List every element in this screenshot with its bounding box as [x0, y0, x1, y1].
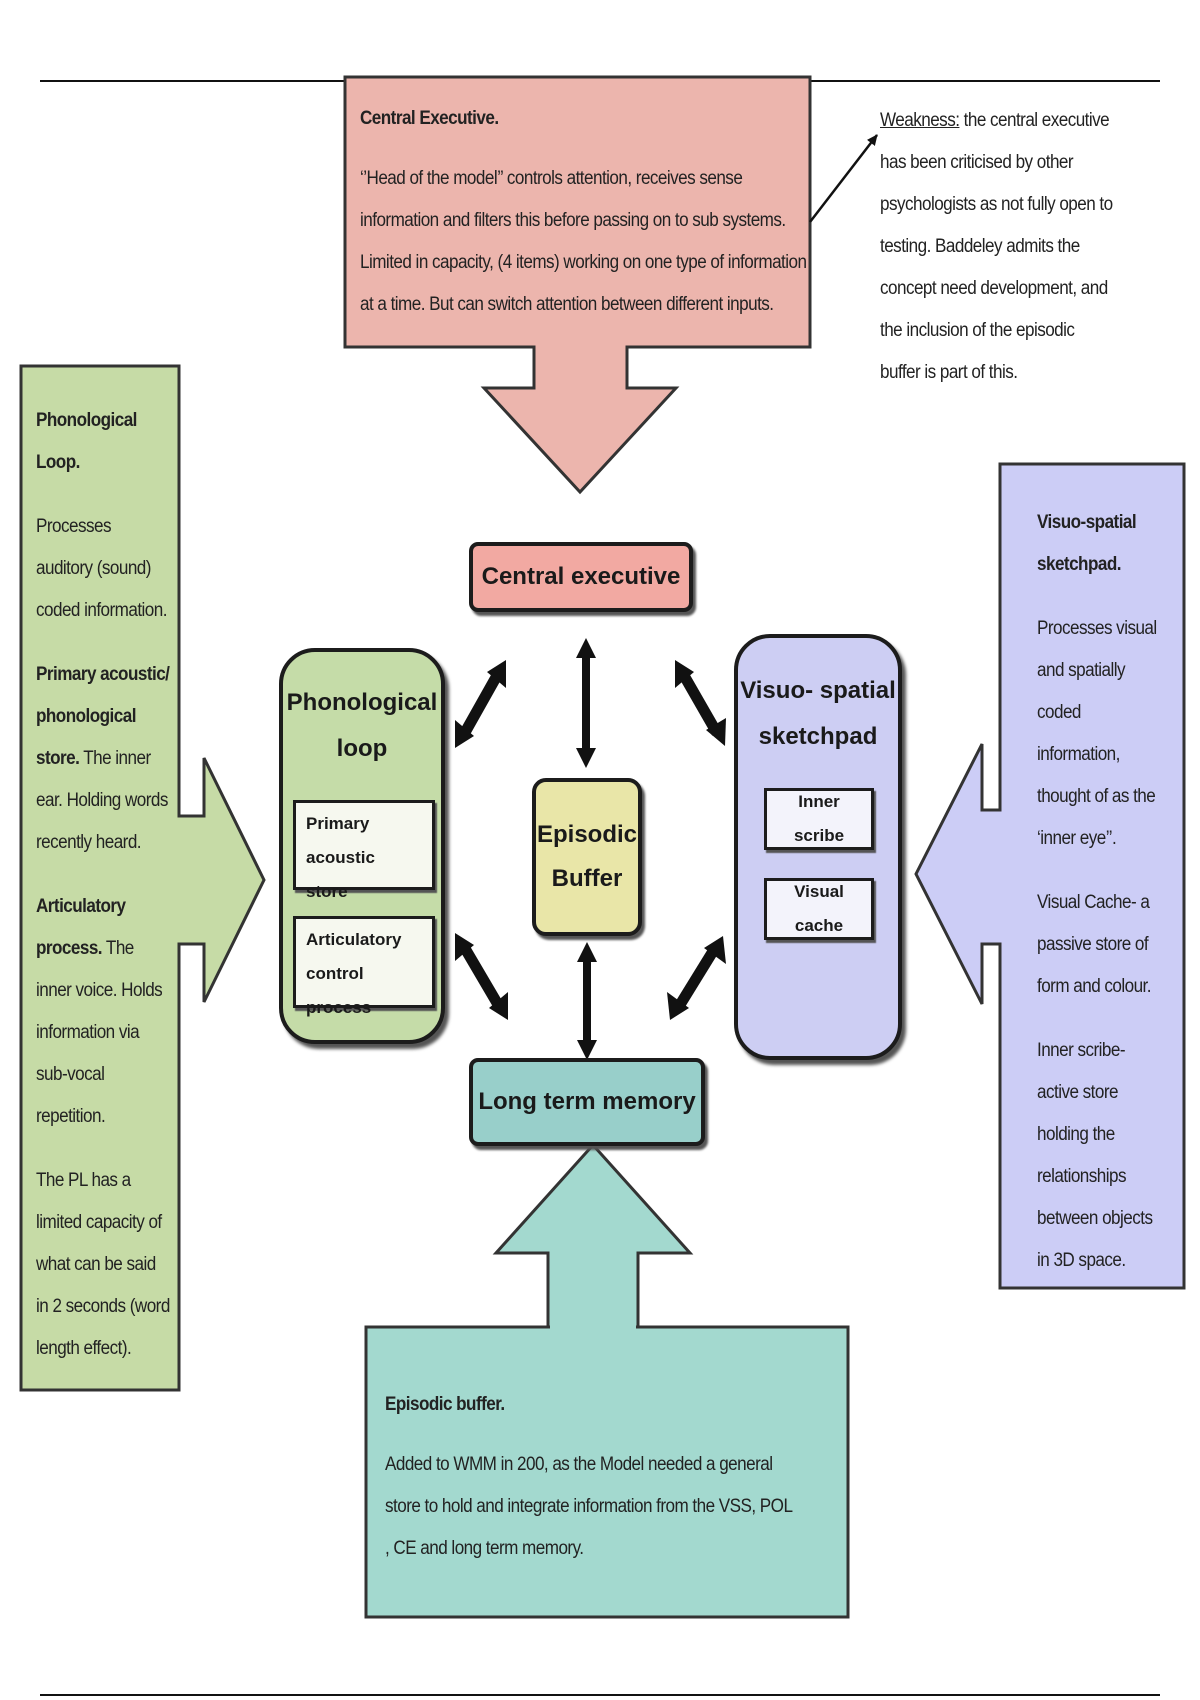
episodic-callout-title: Episodic buffer.: [385, 1394, 505, 1415]
articulatory-title: Articulatory process.: [36, 896, 126, 959]
arrow-eb-ltm: [577, 942, 597, 1060]
primary-acoustic-store-box: Primary acoustic store: [293, 800, 435, 901]
arrowhead: [704, 936, 726, 964]
articulatory-control-label-1: Articulatory: [306, 930, 402, 949]
phonological-limit: The PL has a limited capacity of what ca…: [36, 1170, 170, 1359]
weakness-label: Weakness:: [880, 110, 960, 131]
episodic-buffer-box: Episodic Buffer: [532, 778, 642, 936]
arrow-ce-pl: [458, 669, 504, 739]
visuospatial-callout-title: Visuo-spatial sketchpad.: [1037, 512, 1137, 575]
episodic-callout: Episodic buffer. Added to WMM in 200, as…: [385, 1384, 795, 1570]
visual-cache-box: Visual cache: [764, 878, 874, 940]
inner-scribe-label: Inner scribe: [793, 792, 845, 845]
visuospatial-sketchpad-box: Visuo- spatial sketchpad Inner scribe Vi…: [734, 634, 902, 1060]
phonological-loop-label-1: Phonological: [286, 689, 438, 716]
articulatory-control-label-2: control process: [306, 964, 372, 1017]
visual-cache-label: Visual cache: [794, 882, 844, 935]
phonological-callout-title: Phonological Loop.: [36, 410, 137, 473]
arrow-ce-vs: [677, 669, 722, 736]
visuospatial-label-2: sketchpad: [758, 723, 878, 750]
arrowhead: [489, 992, 508, 1020]
articulatory-control-box: Articulatory control process: [293, 916, 435, 1017]
primary-acoustic-store-label-1: Primary acoustic: [306, 814, 375, 867]
central-executive-box: Central executive: [469, 542, 693, 612]
articulatory-body: The inner voice. Holds information via s…: [36, 938, 163, 1127]
central-executive-label: Central executive: [481, 563, 681, 590]
callout-seam: [550, 1322, 636, 1330]
central-executive-callout-title: Central Executive.: [360, 108, 499, 129]
arrowhead: [675, 660, 694, 688]
long-term-memory-label: Long term memory: [478, 1088, 696, 1115]
weakness-pointer-arrow: [809, 134, 878, 223]
phonological-callout-intro: Processes auditory (sound) coded informa…: [36, 516, 168, 621]
phonological-callout: Phonological Loop. Processes auditory (s…: [36, 400, 171, 1392]
central-executive-callout-body: ‘’Head of the model’’ controls attention…: [360, 168, 807, 315]
arrowhead: [455, 720, 474, 748]
arrowhead: [455, 933, 474, 961]
visuospatial-label-1: Visuo- spatial: [740, 677, 896, 704]
arrow-pl-ltm: [458, 942, 505, 1011]
phonological-store-title: Primary acoustic/ phonological store.: [36, 664, 170, 769]
model-diagonal-arrows: [458, 669, 722, 1011]
arrow-ce-eb: [576, 638, 596, 768]
model-arrowheads: [455, 660, 726, 1020]
arrow-vs-ltm: [673, 945, 720, 1011]
visuospatial-callout-shape: [914, 462, 1186, 1290]
long-term-memory-box: Long term memory: [469, 1058, 705, 1146]
visuospatial-callout-intro: Processes visual and spatially coded inf…: [1037, 618, 1157, 849]
central-executive-callout: Central Executive. ‘’Head of the model’’…: [360, 98, 810, 326]
episodic-buffer-label-1: Episodic: [536, 821, 638, 848]
phonological-loop-box: Phonological loop Primary acoustic store…: [279, 648, 445, 1044]
arrowhead: [487, 660, 506, 688]
inner-scribe-note: Inner scribe- active store holding the r…: [1037, 1040, 1153, 1271]
phonological-callout-shape: [19, 364, 266, 1392]
weakness-body: the central executive has been criticise…: [880, 110, 1113, 383]
arrowhead: [667, 992, 689, 1020]
episodic-callout-body: Added to WMM in 200, as the Model needed…: [385, 1454, 792, 1559]
visual-cache-note: Visual Cache- a passive store of form an…: [1037, 892, 1152, 997]
arrowhead: [706, 718, 726, 746]
phonological-store-body: The inner ear. Holding words recently he…: [36, 748, 168, 853]
visuospatial-callout: Visuo-spatial sketchpad. Processes visua…: [1037, 502, 1168, 1304]
bottom-rule: [40, 1694, 1160, 1696]
phonological-loop-label-2: loop: [336, 735, 388, 762]
model-arrows: [576, 638, 597, 1060]
inner-scribe-box: Inner scribe: [764, 788, 874, 850]
central-executive-callout-shape: [343, 75, 812, 495]
primary-acoustic-store-label-2: store: [306, 882, 348, 901]
episodic-buffer-label-2: Buffer: [551, 865, 623, 892]
weakness-note: Weakness: the central executive has been…: [880, 100, 1116, 394]
